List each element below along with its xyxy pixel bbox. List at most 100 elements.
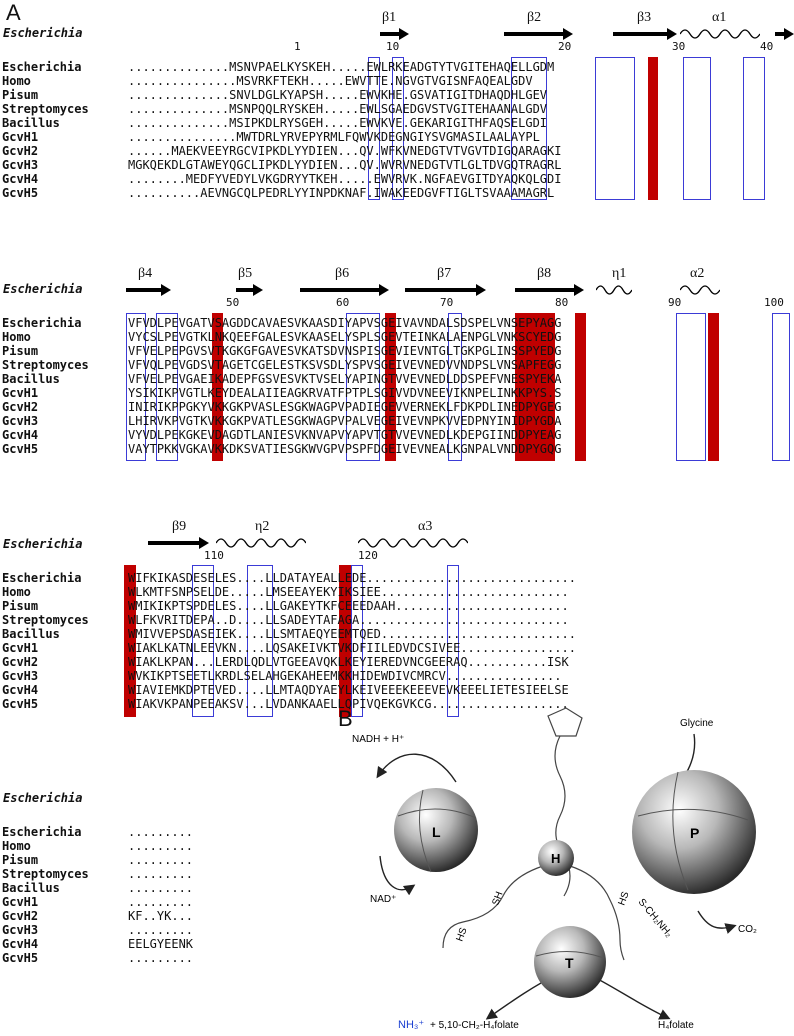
hs-label-left: HS [454, 926, 469, 943]
ss-alpha1-helix [680, 29, 760, 39]
species-name: Streptomyces [2, 867, 89, 881]
sphere-p-label: P [690, 825, 699, 841]
species-name: GcvH5 [2, 186, 39, 200]
species-name: Escherichia [2, 571, 82, 585]
ruler-tick: 80 [555, 296, 569, 309]
ss-beta7-arrow [405, 284, 486, 296]
species-name: Streptomyces [2, 358, 89, 372]
nad-arrow [379, 855, 416, 896]
sequence: ......... [128, 867, 194, 881]
ss-eta1-helix [596, 285, 632, 295]
ss-alpha1-tail [775, 28, 794, 40]
conserved-column [212, 313, 223, 461]
sequence: ..............MSIPKDLRYSGEH.....EWVKVE.G… [128, 116, 548, 130]
ss-eta2-helix [216, 538, 306, 548]
species-name: GcvH3 [2, 414, 39, 428]
similar-column [392, 57, 404, 200]
species-name: Bacillus [2, 116, 60, 130]
co2-label: CO₂ [738, 924, 757, 935]
species-name: Streptomyces [2, 613, 89, 627]
species-name: Pisum [2, 344, 39, 358]
sequence: WVKIKPTSEETLKRDLSELAHGEKAHEEMKKHIDEWDIVC… [128, 669, 562, 683]
ruler-tick: 70 [440, 296, 454, 309]
species-name: Escherichia [2, 60, 82, 74]
sequence: YSIKIKPVGTLKEYDEALAIIEAGKRVATFPTPLSGIVVD… [128, 386, 562, 400]
nh3-label: NH₃⁺ [398, 1019, 424, 1031]
ss-alpha3-label: α3 [418, 519, 433, 534]
species-name: GcvH4 [2, 172, 39, 186]
sequence: ......... [128, 839, 194, 853]
ss-beta2-label: β2 [527, 10, 542, 25]
co2-arrow [697, 910, 737, 934]
similar-column [247, 565, 273, 717]
ruler-block-3: 110 120 [0, 549, 794, 563]
conserved-column [515, 313, 555, 461]
similar-column [676, 313, 706, 461]
similar-column [595, 57, 635, 200]
ruler-tick: 120 [358, 549, 378, 562]
sequence: ........MEDFYVEDYLVKGDRYYTKEH.....EWVRVK… [128, 172, 562, 186]
sequence: ...............MSVRKFTEKH.....EWVTTE.NGV… [128, 74, 533, 88]
ruler-tick: 40 [760, 40, 774, 53]
ss-beta4-label: β4 [138, 266, 153, 281]
ruler-tick: 100 [764, 296, 784, 309]
ss-reference-label: Escherichia [3, 537, 83, 551]
sequence: VFVDLPEVGATVSAGDDCAVAESVKAASDIYAPVSGEIVA… [128, 316, 562, 330]
glycine-decarboxylase-sphere: P [632, 770, 756, 894]
species-name: Pisum [2, 599, 39, 613]
sequence: WLKMTFSNPSELDE.....LMSEEAYEKYIKSIEE.....… [128, 585, 569, 599]
species-name: Pisum [2, 853, 39, 867]
species-name: Bacillus [2, 372, 60, 386]
ruler-tick: 50 [226, 296, 240, 309]
ss-beta6-arrow [300, 284, 389, 296]
sequence: WIAKVKPANPEEAKSV...LVDANKAAELLQPIVQEKGVK… [128, 697, 569, 711]
ruler-tick: 20 [558, 40, 572, 53]
species-name: Homo [2, 839, 31, 853]
sequence: ..............MSNPQQLRYSKEH.....EWLSGAED… [128, 102, 548, 116]
sequence: WIAKLKATNLEEVKN....LQSAKEIVKTVKDFIILEDVD… [128, 641, 576, 655]
ss-beta9-arrow [148, 537, 209, 549]
ss-eta2-label: η2 [255, 519, 270, 534]
sequence: INIRIKPPGKYVKKGKPVASLESGKWAGPVPADIEGEVVE… [128, 400, 562, 414]
species-name: GcvH1 [2, 386, 39, 400]
similar-column [351, 565, 363, 717]
h-protein-sphere: H [538, 840, 574, 876]
species-name: GcvH3 [2, 669, 39, 683]
ss-beta7-label: β7 [437, 266, 452, 281]
species-name: Homo [2, 330, 31, 344]
conserved-column [575, 313, 586, 461]
species-name: GcvH4 [2, 683, 39, 697]
species-name: GcvH1 [2, 895, 39, 909]
species-name: GcvH1 [2, 641, 39, 655]
conserved-column [124, 565, 136, 717]
sequence: LHIRVKPVGTKVKKGKPVATLESGKWAGPVPALVEGEIVE… [128, 414, 562, 428]
gcs-cycle-diagram: L P H T NADH + H⁺ NAD⁺ Glycine CO₂ NH₃⁺ … [352, 707, 757, 1031]
species-name: Escherichia [2, 316, 82, 330]
similar-column [743, 57, 765, 200]
species-name: Homo [2, 585, 31, 599]
ss-beta2-arrow [504, 28, 573, 40]
ss-alpha1-label: α1 [712, 10, 727, 25]
panel-a-label: A [6, 0, 21, 25]
alignment-block-1: Escherichia β1 β2 β3 α1 1 10 20 30 40 Es… [0, 0, 794, 200]
sequence: ......... [128, 951, 194, 965]
sequence: ......... [128, 923, 194, 937]
ss-reference-label: Escherichia [3, 282, 83, 296]
similar-column [447, 565, 459, 717]
sequence: ......MAEKVEEYRGCVIPKDLYYDIEN...QV.WFKVN… [128, 144, 562, 158]
ss-beta1-arrow [380, 28, 409, 40]
sequence: WIAVIEMKDPTEVED....LLMTAQDYAEYLKEIVEEEKE… [128, 683, 569, 697]
ruler-tick: 30 [672, 40, 686, 53]
ruler-block-2: 50 60 70 80 90 100 [0, 296, 794, 310]
ss-beta3-label: β3 [637, 10, 652, 25]
ss-beta6-label: β6 [335, 266, 350, 281]
ss-beta4-arrow [126, 284, 171, 296]
ruler-tick: 10 [386, 40, 400, 53]
species-name: GcvH2 [2, 655, 39, 669]
species-name: GcvH3 [2, 158, 39, 172]
hs-label-right: HS [616, 890, 631, 907]
methylamine-arm [569, 865, 625, 961]
ss-beta3-arrow [613, 28, 677, 40]
alignment-block-3: Escherichia β9 η2 α3 110 120 Escherichia… [0, 515, 794, 725]
species-name: GcvH1 [2, 130, 39, 144]
